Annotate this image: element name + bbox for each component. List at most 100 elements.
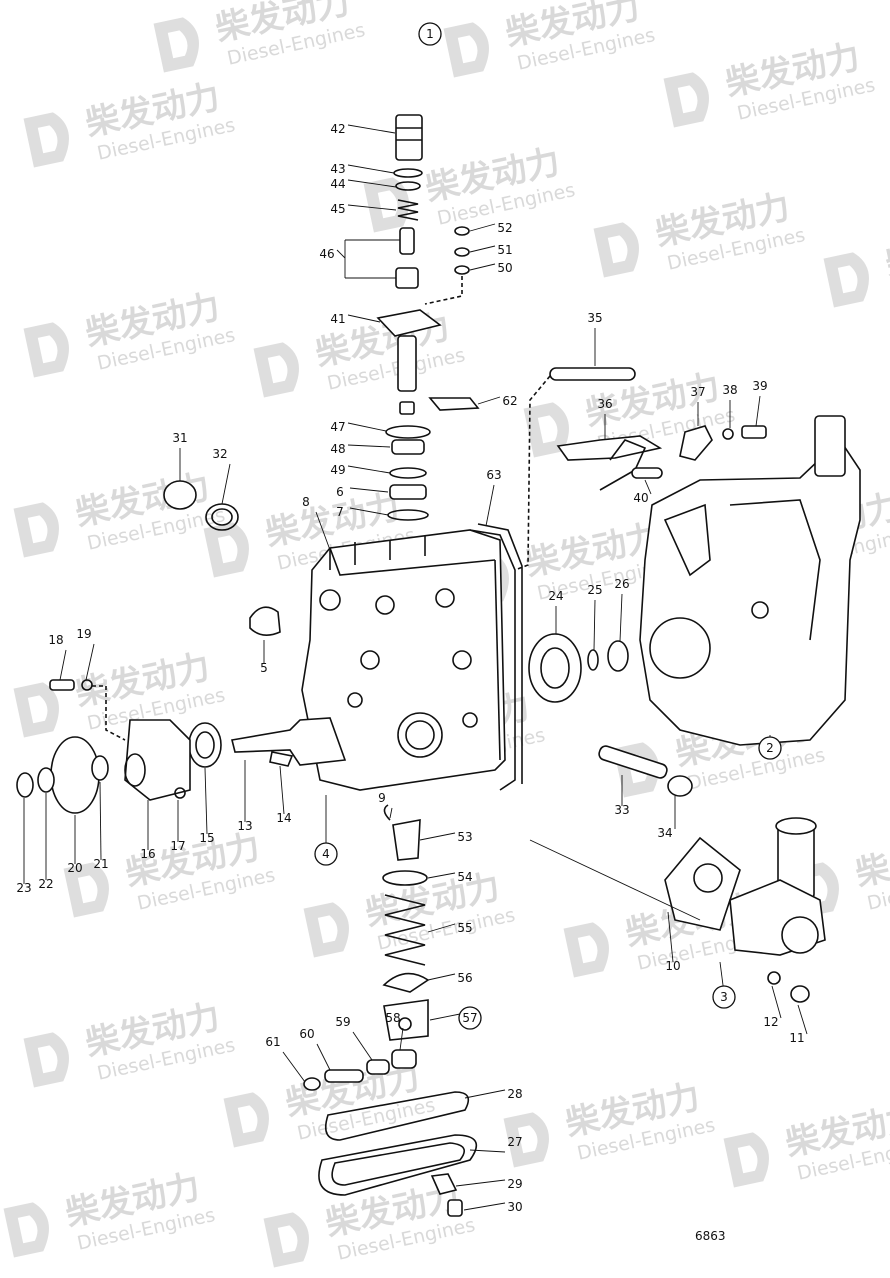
callout-35: 35 [587,311,602,325]
leader-line-27 [469,1149,506,1153]
watermark-logo-icon [303,902,349,958]
leader-line-18 [59,649,67,681]
callout-63: 63 [486,468,501,482]
leader-line-46 [336,249,346,259]
callout-36: 36 [597,397,612,411]
callout-14: 14 [276,811,291,825]
leader-line-50 [469,263,496,271]
callout-25: 25 [587,583,602,597]
leader-line-26 [619,593,623,642]
callout-43: 43 [330,162,345,176]
callout-32: 32 [212,447,227,461]
callout-33: 33 [614,803,629,817]
feed-pump [664,817,826,1003]
callout-8: 8 [302,495,310,509]
callout-21: 21 [93,857,108,871]
callout-57: 57 [462,1011,477,1025]
bearing [528,633,629,703]
callout-26: 26 [614,577,629,591]
callout-47: 47 [330,420,345,434]
dashed-connection-35-63 [514,375,551,571]
leader-line-47 [347,422,387,432]
watermark-logo-icon [563,922,609,978]
callout-22: 22 [38,877,53,891]
callout-42: 42 [330,122,345,136]
leader-line-54 [427,872,456,879]
leader-line-40 [644,479,652,495]
watermark-logo-icon [363,177,409,233]
callout-10: 10 [665,959,680,973]
watermark-logo-icon [203,522,249,578]
callout-59: 59 [335,1015,350,1029]
callout-52: 52 [497,221,512,235]
leader-line-63 [485,484,495,527]
callout-20: 20 [67,861,82,875]
callout-51: 51 [497,243,512,257]
leader-line-57 [429,1013,461,1021]
callout-19: 19 [76,627,91,641]
leader-line-8 [315,511,331,551]
drive-shaft-assembly [16,679,347,814]
callout-23: 23 [16,881,31,895]
callout-circle-2 [758,736,782,760]
callout-54: 54 [457,870,472,884]
callout-53: 53 [457,830,472,844]
dashed-connection-50-41 [424,276,463,305]
callout-6: 6 [336,485,344,499]
alignment-line [529,839,701,921]
callout-11: 11 [789,1031,804,1045]
leader-line-29 [455,1179,506,1187]
small-rings [428,226,480,411]
watermark-logo-icon [13,682,59,738]
callout-38: 38 [722,383,737,397]
callout-56: 56 [457,971,472,985]
leader-line-25 [593,599,596,651]
leader-line-51 [469,245,496,253]
callout-44: 44 [330,177,345,191]
leader-line-56 [427,973,456,981]
leader-line-42 [347,124,396,134]
watermark-logo-icon [253,342,299,398]
callout-30: 30 [507,1200,522,1214]
callout-15: 15 [199,831,214,845]
watermark-logo-icon [503,1112,549,1168]
callout-60: 60 [299,1027,314,1041]
watermark-cn: 柴发动力 [852,827,890,894]
callout-48: 48 [330,442,345,456]
small-pins [303,1049,417,1091]
callout-9: 9 [378,791,386,805]
leader-line-14 [279,765,285,815]
plugs-and-seals [163,480,281,636]
callout-circle-3 [712,985,736,1009]
callout-62: 62 [502,394,517,408]
callout-circle-57 [458,1006,482,1030]
leader-line-7 [349,507,389,516]
watermark-logo-icon [63,862,109,918]
watermark-logo-icon [593,222,639,278]
watermark-logo-icon [13,502,59,558]
leader-line-43 [347,164,395,174]
callout-41: 41 [330,312,345,326]
callout-27: 27 [507,1135,522,1149]
leader-line-32 [221,463,231,505]
leader-line-6 [349,487,389,493]
watermark-logo-icon [523,402,569,458]
leader-line-59 [352,1031,373,1061]
watermark-logo-icon [723,1132,769,1188]
callout-58: 58 [385,1011,400,1025]
delivery-valve-stack [376,114,442,521]
callout-17: 17 [170,839,185,853]
callout-45: 45 [330,202,345,216]
callout-29: 29 [507,1177,522,1191]
callout-28: 28 [507,1087,522,1101]
watermark-logo-icon [443,22,489,78]
leader-line-30 [463,1202,506,1211]
watermark-logo-icon [663,72,709,128]
leader-line-44 [347,179,397,188]
